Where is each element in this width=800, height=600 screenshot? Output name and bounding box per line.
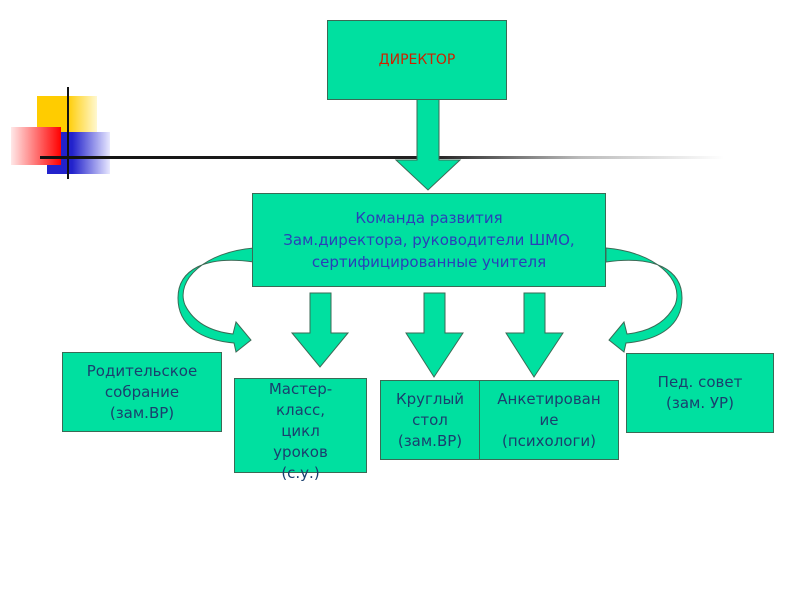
- team-label: Команда развития Зам.директора, руководи…: [283, 209, 575, 271]
- ped-council-box: Пед. совет (зам. УР): [626, 353, 774, 433]
- arrow-team-to-round-table: [405, 292, 464, 378]
- curved-arrow-team-to-ped-council: [605, 247, 683, 353]
- slide-corner-squares-icon: [0, 0, 800, 200]
- round-table-label: Круглый стол (зам.ВР): [395, 389, 465, 450]
- parents-meeting-label: Родительское собрание (зам.ВР): [86, 361, 198, 422]
- round-table-box: Круглый стол (зам.ВР): [380, 380, 480, 460]
- curved-arrow-team-to-parents: [177, 247, 255, 353]
- survey-label: Анкетирован ие (психологи): [497, 389, 601, 450]
- arrow-team-to-survey: [505, 292, 564, 378]
- horizontal-rule: [40, 156, 760, 159]
- vertical-rule: [67, 87, 69, 179]
- survey-box: Анкетирован ие (психологи): [479, 380, 619, 460]
- master-class-label: Мастер- класс, цикл уроков (с.у.): [268, 380, 333, 482]
- parents-meeting-box: Родительское собрание (зам.ВР): [62, 352, 222, 432]
- ped-council-label: Пед. совет (зам. УР): [657, 373, 743, 412]
- director-label: ДИРЕКТОР: [378, 52, 456, 68]
- director-box: ДИРЕКТОР: [327, 20, 507, 100]
- arrow-team-to-master: [290, 292, 350, 368]
- arrow-director-to-team: [394, 96, 462, 191]
- master-class-box: Мастер- класс, цикл уроков (с.у.): [234, 378, 367, 482]
- team-box: Команда развития Зам.директора, руководи…: [252, 193, 606, 287]
